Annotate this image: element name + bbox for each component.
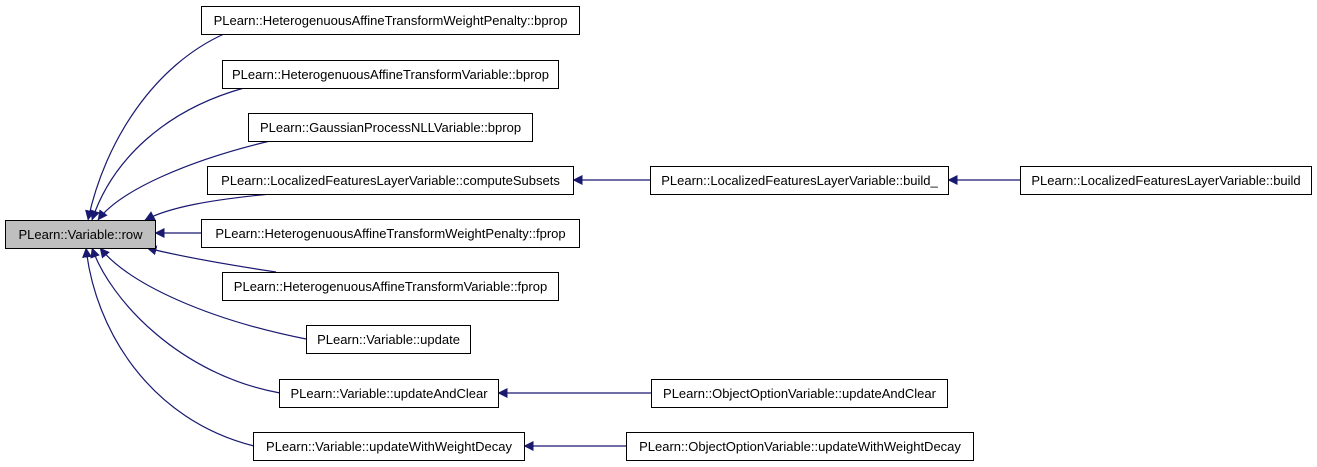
edge-n6-to-root — [146, 245, 277, 273]
caller-node-n12[interactable]: PLearn::ObjectOptionVariable::updateAndC… — [651, 379, 948, 408]
edge-line — [82, 247, 255, 447]
node-label: PLearn::GaussianProcessNLLVariable::bpro… — [260, 120, 521, 135]
node-label: PLearn::Variable::row — [18, 227, 143, 242]
node-label: PLearn::Variable::updateWithWeightDecay — [266, 439, 512, 454]
node-label: PLearn::LocalizedFeaturesLayerVariable::… — [1031, 173, 1300, 188]
edge-n1-to-root — [85, 33, 225, 221]
node-box — [651, 379, 948, 408]
edge-n8-to-root — [90, 247, 281, 394]
node-layer: PLearn::Variable::rowPLearn::Heterogenuo… — [5, 6, 1312, 461]
caller-node-n8[interactable]: PLearn::Variable::updateAndClear — [279, 379, 499, 408]
node-box — [650, 166, 949, 195]
node-box — [253, 432, 525, 461]
edge-n7-to-root — [99, 247, 307, 340]
node-label: PLearn::Variable::update — [317, 332, 460, 347]
node-box — [5, 220, 156, 249]
edge-line — [85, 33, 225, 221]
edge-line — [99, 247, 307, 340]
node-box — [222, 272, 559, 301]
edge-line — [90, 247, 281, 394]
edge-n4-to-root — [144, 193, 271, 221]
edge-line — [146, 245, 277, 273]
caller-node-n13[interactable]: PLearn::ObjectOptionVariable::updateWith… — [626, 432, 974, 461]
node-label: PLearn::HeterogenuousAffineTransformWeig… — [215, 226, 565, 241]
caller-node-n2[interactable]: PLearn::HeterogenuousAffineTransformVari… — [222, 60, 559, 89]
node-box — [207, 166, 574, 195]
node-label: PLearn::LocalizedFeaturesLayerVariable::… — [221, 173, 560, 188]
node-label: PLearn::LocalizedFeaturesLayerVariable::… — [661, 173, 938, 188]
caller-node-n6[interactable]: PLearn::HeterogenuousAffineTransformVari… — [222, 272, 559, 301]
edge-layer — [82, 33, 1020, 451]
node-label: PLearn::HeterogenuousAffineTransformWeig… — [214, 13, 568, 28]
edge-line — [90, 87, 245, 221]
node-box — [248, 113, 533, 142]
node-box — [201, 6, 580, 35]
node-box — [306, 325, 471, 354]
caller-node-n5[interactable]: PLearn::HeterogenuousAffineTransformWeig… — [201, 219, 580, 248]
edge-n9-to-root — [82, 247, 255, 447]
caller-node-n1[interactable]: PLearn::HeterogenuousAffineTransformWeig… — [201, 6, 580, 35]
root-node: PLearn::Variable::row — [5, 220, 156, 249]
caller-node-n4[interactable]: PLearn::LocalizedFeaturesLayerVariable::… — [207, 166, 574, 195]
node-box — [279, 379, 499, 408]
caller-node-n7[interactable]: PLearn::Variable::update — [306, 325, 471, 354]
node-label: PLearn::Variable::updateAndClear — [290, 386, 488, 401]
node-label: PLearn::HeterogenuousAffineTransformVari… — [232, 67, 549, 82]
node-box — [1020, 166, 1312, 195]
node-label: PLearn::HeterogenuousAffineTransformVari… — [234, 279, 547, 294]
node-box — [626, 432, 974, 461]
edge-line — [97, 140, 271, 221]
node-label: PLearn::ObjectOptionVariable::updateAndC… — [663, 386, 937, 401]
caller-node-n3[interactable]: PLearn::GaussianProcessNLLVariable::bpro… — [248, 113, 533, 142]
edge-line — [144, 193, 271, 221]
caller-node-n10[interactable]: PLearn::LocalizedFeaturesLayerVariable::… — [650, 166, 949, 195]
node-label: PLearn::ObjectOptionVariable::updateWith… — [639, 439, 961, 454]
node-box — [222, 60, 559, 89]
node-box — [201, 219, 580, 248]
caller-node-n9[interactable]: PLearn::Variable::updateWithWeightDecay — [253, 432, 525, 461]
edge-n2-to-root — [90, 87, 245, 221]
edge-n3-to-root — [97, 140, 271, 221]
caller-node-n11[interactable]: PLearn::LocalizedFeaturesLayerVariable::… — [1020, 166, 1312, 195]
